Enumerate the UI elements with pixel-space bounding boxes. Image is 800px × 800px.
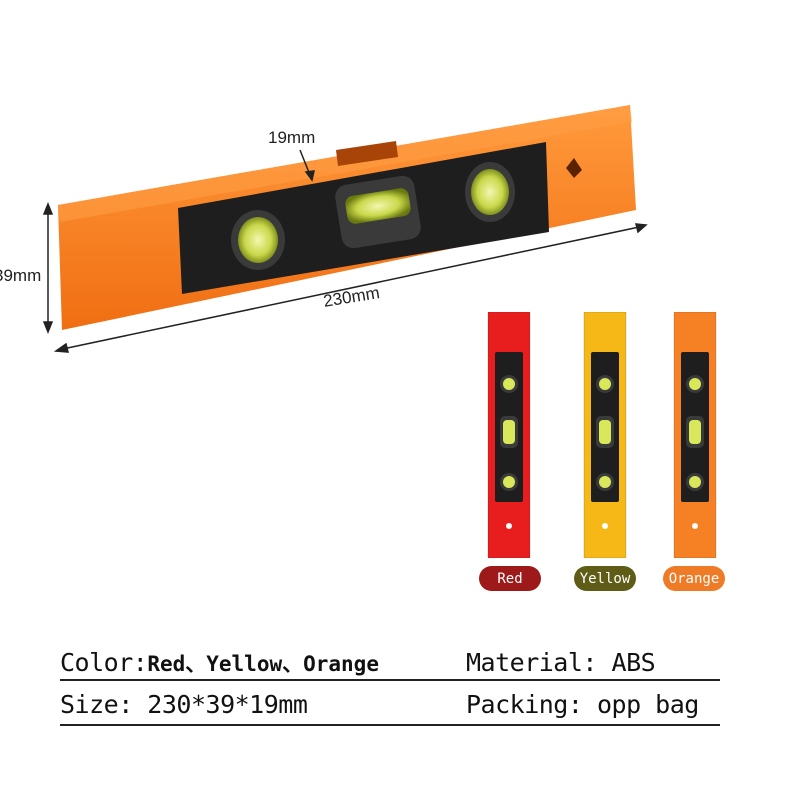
- hang-hole-icon: [566, 158, 582, 178]
- dim-arrow-depth: [299, 149, 315, 182]
- right-vial-icon: [465, 162, 515, 222]
- spec-size: Size: 230*39*19mm: [60, 690, 308, 719]
- spec-material: Material: ABS: [466, 648, 656, 677]
- variant-orange-image: [673, 312, 717, 558]
- hero-level-image: [42, 105, 648, 353]
- spec-color-value: Red、Yellow、Orange: [147, 652, 379, 676]
- depth-label: 19mm: [268, 128, 316, 147]
- variant-red-pill[interactable]: Red: [479, 566, 541, 591]
- spec-color-label: Color:: [60, 648, 148, 677]
- center-vial-icon: [335, 175, 421, 249]
- height-label: 39mm: [0, 266, 42, 285]
- left-vial-icon: [231, 210, 285, 270]
- spec-color: Color:Red、Yellow、Orange: [60, 648, 379, 678]
- spec-packing: Packing: opp bag: [466, 690, 699, 719]
- variant-yellow-image: [583, 312, 627, 558]
- dim-arrow-length: [53, 223, 648, 353]
- dim-arrow-height: [42, 201, 54, 335]
- variant-red-image: [487, 312, 531, 558]
- divider: [60, 724, 720, 726]
- variant-orange-pill[interactable]: Orange: [663, 566, 725, 591]
- divider: [60, 679, 720, 681]
- variant-yellow-pill[interactable]: Yellow: [574, 566, 636, 591]
